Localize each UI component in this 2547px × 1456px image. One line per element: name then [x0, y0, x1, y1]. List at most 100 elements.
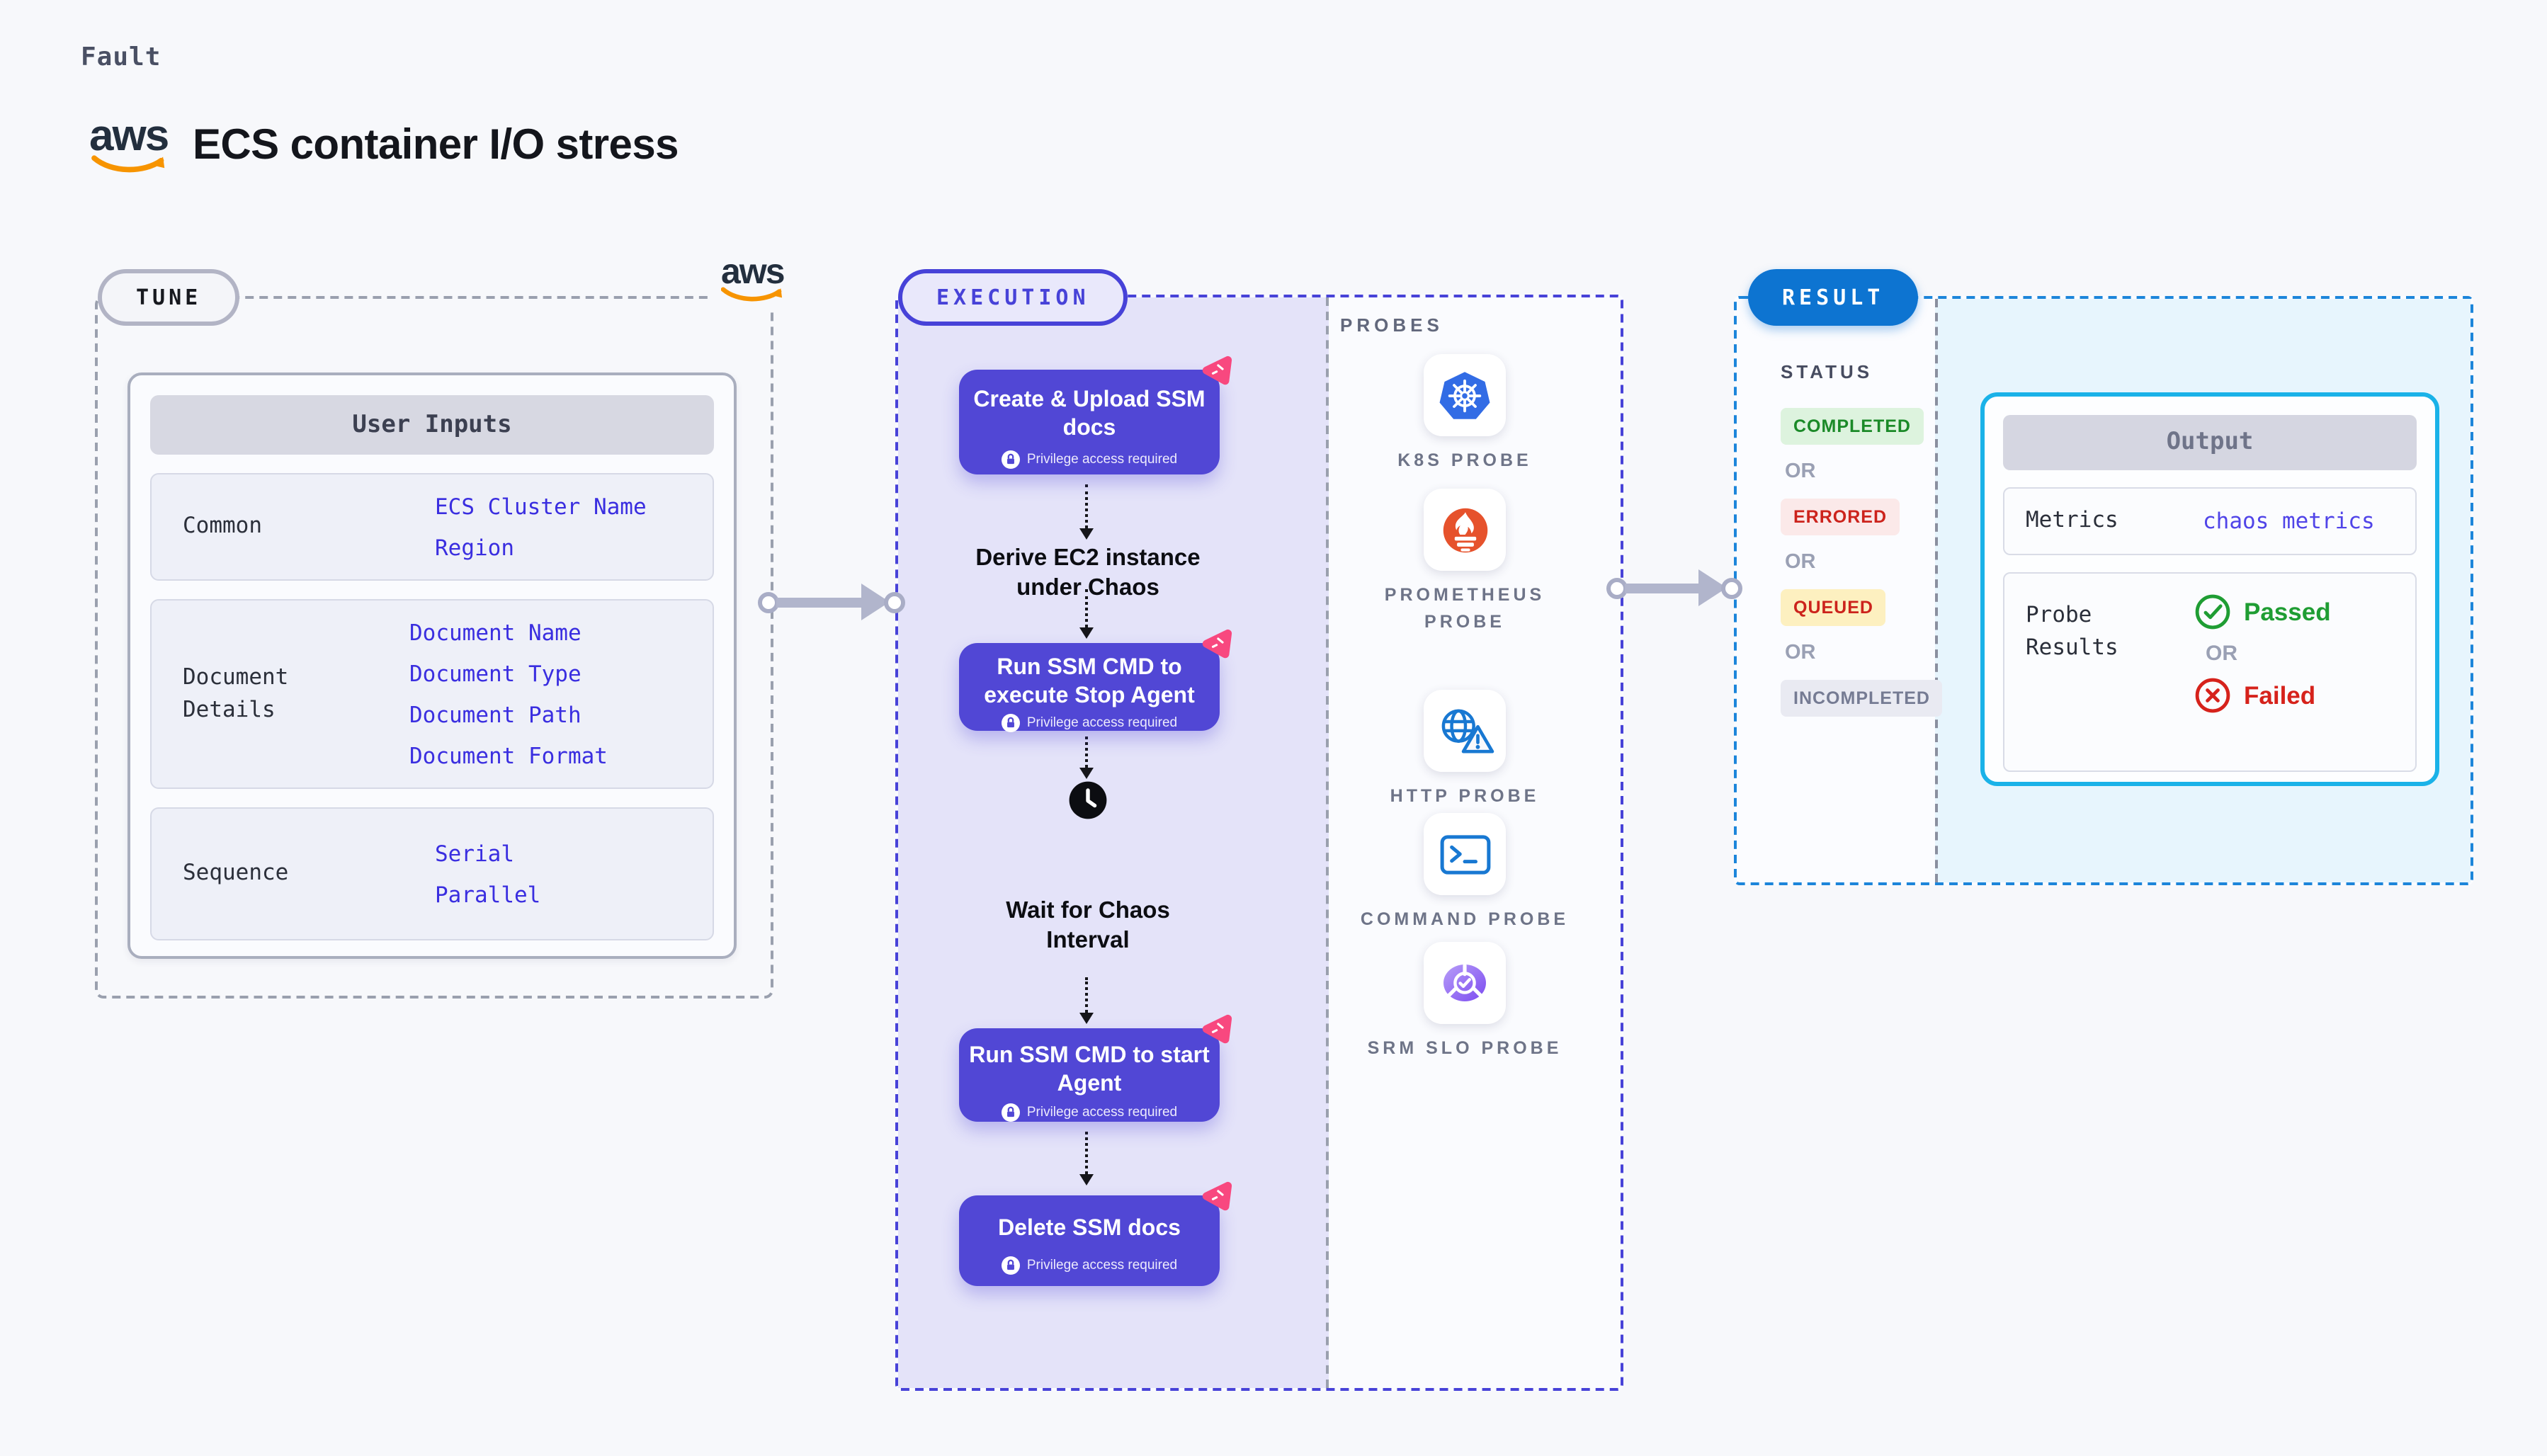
step-delete-ssm-docs: Delete SSM docs Privilege access require…	[959, 1181, 1232, 1286]
probe-label: COMMAND PROBE	[1360, 909, 1570, 929]
flow-arrow	[1079, 589, 1093, 639]
row-values: ECS Cluster Name Region	[435, 494, 647, 560]
probe-http: HTTP PROBE	[1351, 690, 1578, 811]
flow-arrow	[1079, 977, 1093, 1024]
table-row-common: Common ECS Cluster Name Region	[150, 473, 714, 581]
fault-kicker: Fault	[81, 42, 161, 72]
chaos-experiment-icon	[1201, 629, 1232, 667]
probe-label: K8S PROBE	[1397, 450, 1532, 470]
status-badge-completed: COMPLETED	[1781, 408, 1924, 445]
step-label: Delete SSM docs	[998, 1217, 1181, 1241]
check-circle-icon	[2195, 594, 2230, 630]
flow-arrow	[1079, 1132, 1093, 1185]
connector-shaft	[776, 597, 864, 607]
step-label: Run SSM CMD to start Agent	[969, 1044, 1210, 1096]
slo-gauge-check-icon	[1424, 942, 1506, 1024]
privilege-note: Privilege access required	[959, 450, 1220, 470]
execution-pill: EXECUTION	[898, 269, 1128, 326]
input-param: Region	[435, 535, 514, 560]
chaos-experiment-icon	[1201, 1181, 1232, 1219]
lock-icon	[1001, 1256, 1020, 1275]
aws-swoosh-icon	[91, 154, 164, 172]
input-param: Document Name	[409, 620, 582, 645]
flow-arrow	[1079, 736, 1093, 779]
or-separator: OR	[1785, 642, 1816, 664]
probe-result-passed: Passed	[2194, 593, 2331, 630]
output-row-metrics: Metrics chaos metrics	[2003, 487, 2417, 555]
probe-prometheus: PROMETHEUS PROBE	[1351, 489, 1578, 637]
status-badge-errored: ERRORED	[1781, 499, 1900, 535]
input-param: Document Type	[409, 661, 582, 686]
status-badge-queued: QUEUED	[1781, 589, 1886, 626]
probe-result-failed: Failed	[2194, 677, 2315, 714]
status-list: COMPLETED OR ERRORED OR QUEUED OR INCOMP…	[1781, 408, 1943, 717]
connector-arrow-execution-to-result	[1606, 569, 1742, 606]
metrics-label: Metrics	[2026, 507, 2118, 533]
connector-shaft	[1625, 583, 1701, 593]
flow-arrow	[1079, 484, 1093, 540]
step-label: Run SSM CMD to execute Stop Agent	[984, 656, 1195, 708]
privilege-note: Privilege access required	[959, 714, 1220, 733]
probes-heading: PROBES	[1340, 314, 1443, 336]
user-inputs-table: User Inputs Common ECS Cluster Name Regi…	[127, 372, 737, 959]
probe-results-values: Passed OR Failed	[2194, 574, 2331, 770]
table-row-document-details: Document Details Document Name Document …	[150, 599, 714, 789]
or-separator: OR	[2206, 642, 2237, 666]
probe-srm-slo: SRM SLO PROBE	[1351, 942, 1578, 1063]
status-heading: STATUS	[1781, 361, 1873, 382]
connector-end-ring	[884, 591, 905, 613]
probe-label: SRM SLO PROBE	[1367, 1038, 1562, 1058]
input-param: Parallel	[435, 882, 541, 907]
probe-command: COMMAND PROBE	[1351, 813, 1578, 934]
aws-logo: aws	[89, 113, 169, 178]
output-card: Output Metrics chaos metrics Probe Resul…	[1980, 392, 2439, 786]
privilege-note-text: Privilege access required	[1026, 452, 1178, 468]
connector-end-ring	[1721, 577, 1742, 598]
lock-icon	[1001, 450, 1020, 470]
metrics-value: chaos metrics	[2203, 508, 2375, 534]
output-title: Output	[2003, 415, 2417, 470]
terminal-icon	[1424, 813, 1506, 895]
probe-k8s: K8S PROBE	[1351, 354, 1578, 475]
privilege-note-text: Privilege access required	[1026, 715, 1178, 732]
step-derive-ec2-instance: Derive EC2 instance under Chaos	[975, 545, 1201, 601]
chaos-experiment-icon	[1201, 356, 1232, 394]
privilege-note: Privilege access required	[959, 1103, 1220, 1122]
output-row-probe-results: Probe Results Passed OR Failed	[2003, 572, 2417, 772]
page-title: ECS container I/O stress	[193, 122, 679, 169]
tune-pill: TUNE	[98, 269, 240, 326]
lock-icon	[1001, 1103, 1020, 1122]
step-run-ssm-cmd-start-agent: Run SSM CMD to start Agent Privilege acc…	[959, 1014, 1232, 1122]
status-badge-incompleted: INCOMPLETED	[1781, 680, 1943, 717]
passed-label: Passed	[2244, 597, 2331, 625]
row-label: Sequence	[183, 860, 289, 886]
or-separator: OR	[1785, 460, 1816, 483]
input-param: Serial	[435, 841, 514, 866]
privilege-note-text: Privilege access required	[1026, 1105, 1178, 1121]
aws-swoosh-icon	[720, 287, 783, 302]
privilege-note: Privilege access required	[959, 1256, 1220, 1275]
aws-logo-text: aws	[721, 252, 785, 292]
connector-arrow-tune-to-execution	[758, 584, 905, 620]
input-param: ECS Cluster Name	[435, 494, 647, 519]
probe-label: PROMETHEUS PROBE	[1384, 585, 1545, 632]
step-wait-for-chaos-interval: Wait for Chaos Interval	[1006, 898, 1170, 954]
step-label: Create & Upload SSM docs	[973, 388, 1206, 440]
row-label: Document Details	[183, 664, 289, 723]
prometheus-icon	[1424, 489, 1506, 571]
probe-label: HTTP PROBE	[1390, 786, 1540, 806]
user-inputs-title: User Inputs	[150, 395, 714, 455]
step-create-upload-ssm-docs: Create & Upload SSM docs Privilege acces…	[959, 356, 1232, 474]
probe-results-label: Probe Results	[2026, 602, 2118, 661]
row-label: Common	[183, 513, 262, 539]
lock-icon	[1001, 714, 1020, 733]
tune-section	[95, 296, 773, 999]
aws-logo-small: aws	[713, 252, 793, 307]
chaos-experiment-icon	[1201, 1014, 1232, 1052]
input-param: Document Format	[409, 743, 608, 768]
privilege-note-text: Privilege access required	[1026, 1257, 1178, 1273]
failed-label: Failed	[2244, 681, 2316, 709]
clock-icon	[1068, 780, 1108, 827]
